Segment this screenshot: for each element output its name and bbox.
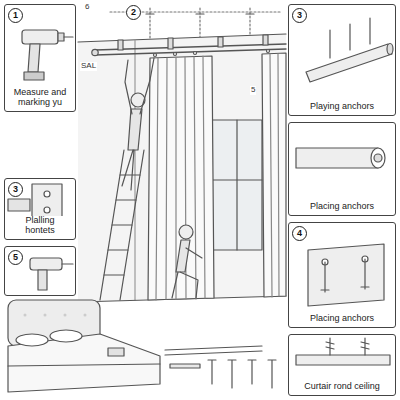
step-panel: Placing anchors [288, 122, 396, 216]
callout-number: 2 [126, 5, 141, 20]
step-caption: Placing anchors [308, 314, 376, 324]
step-panel: Curtair rond ceiling [288, 334, 396, 396]
callout-number: 4 [292, 226, 307, 241]
step-caption: Measure and marking yu [8, 88, 72, 108]
step-caption: Curtair rond ceiling [302, 382, 382, 392]
step-panel: 1Measure and marking yu [4, 4, 76, 112]
callout-number: 3 [8, 182, 23, 197]
step-caption: Playing anchors [308, 102, 376, 112]
callout-number: 3 [292, 8, 307, 23]
step-panel: 3Plalling hontets [4, 178, 76, 240]
step-caption: Placing anchors [308, 202, 376, 212]
mark-label: SAL [80, 62, 97, 71]
mark-label: 5 [250, 86, 256, 95]
step-panel: 5 [4, 246, 76, 296]
mark-label: 6 [84, 3, 90, 12]
step-panel: 3Playing anchors [288, 4, 396, 116]
step-caption: Plalling hontets [8, 216, 72, 236]
callout-number: 1 [8, 8, 23, 23]
step-panel: 4Placing anchors [288, 222, 396, 328]
callout-number: 5 [8, 250, 23, 265]
